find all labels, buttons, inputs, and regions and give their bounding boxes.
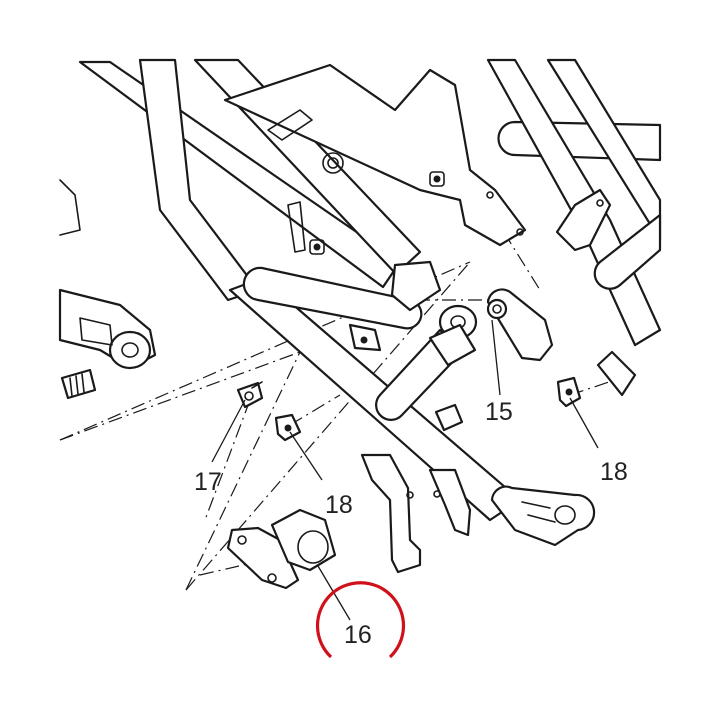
background-bracket-plate [223, 63, 527, 255]
part-15-rod-end [486, 288, 554, 362]
callout-18-right: 18 [600, 458, 628, 486]
callout-17: 17 [194, 468, 222, 496]
lower-bracket-plate [360, 403, 596, 574]
callout-15: 15 [485, 398, 513, 426]
part-18-clip-nut-right [555, 188, 637, 408]
part-17-bolt [236, 381, 264, 409]
part-18-clip-nut-left [274, 413, 302, 442]
left-rod-assembly [58, 179, 157, 400]
callout-18-left: 18 [325, 491, 353, 519]
callout-16: 16 [344, 621, 372, 649]
part-16-bracket [226, 508, 337, 590]
callout-16-highlight-circle [315, 581, 406, 659]
central-joint [348, 260, 478, 367]
callout-labels: 15 16 17 18 18 [194, 398, 628, 649]
